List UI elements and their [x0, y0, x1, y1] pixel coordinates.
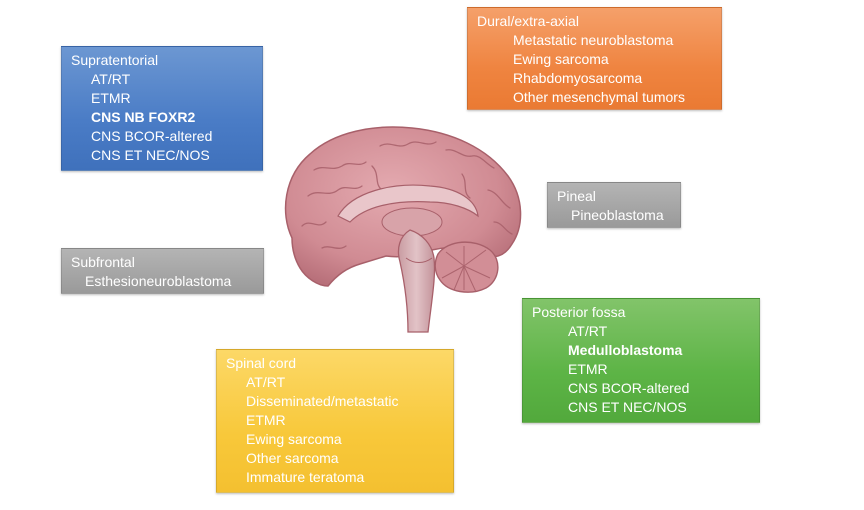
brain-sagittal-icon: [284, 126, 522, 333]
dural-title: Dural/extra-axial: [477, 13, 579, 29]
supratentorial-item: CNS NB FOXR2: [91, 109, 196, 125]
dural-item: Ewing sarcoma: [513, 51, 609, 67]
spinal-item: Other sarcoma: [246, 450, 339, 466]
spinal-item: ETMR: [246, 412, 286, 428]
spinal-item: AT/RT: [246, 374, 286, 390]
posterior-item: ETMR: [568, 361, 608, 377]
posterior-item: Medulloblastoma: [568, 342, 683, 358]
posterior-item: CNS BCOR-altered: [568, 380, 690, 396]
dural-extra-axial-box: Dural/extra-axial Metastatic neuroblasto…: [467, 7, 722, 110]
posterior-title: Posterior fossa: [532, 304, 626, 320]
posterior-fossa-box: Posterior fossa AT/RT Medulloblastoma ET…: [522, 298, 760, 423]
subfrontal-title: Subfrontal: [71, 254, 135, 270]
spinal-item: Disseminated/metastatic: [246, 393, 399, 409]
pineal-box: Pineal Pineoblastoma: [547, 182, 681, 228]
subfrontal-item: Esthesioneuroblastoma: [85, 273, 232, 289]
spinal-cord-box: Spinal cord AT/RT Disseminated/metastati…: [216, 349, 454, 493]
spinal-item: Immature teratoma: [246, 469, 365, 485]
spinal-title: Spinal cord: [226, 355, 297, 371]
dural-item: Other mesenchymal tumors: [513, 89, 685, 105]
spinal-item: Ewing sarcoma: [246, 431, 342, 447]
dural-item: Rhabdomyosarcoma: [513, 70, 643, 86]
subfrontal-box: Subfrontal Esthesioneuroblastoma: [61, 248, 264, 294]
pineal-title: Pineal: [557, 188, 596, 204]
dural-item: Metastatic neuroblastoma: [513, 32, 674, 48]
supratentorial-item: CNS BCOR-altered: [91, 128, 213, 144]
supratentorial-item: AT/RT: [91, 71, 131, 87]
supratentorial-item: ETMR: [91, 90, 131, 106]
supratentorial-item: CNS ET NEC/NOS: [91, 147, 210, 163]
pineal-item: Pineoblastoma: [571, 207, 664, 223]
posterior-item: AT/RT: [568, 323, 608, 339]
posterior-item: CNS ET NEC/NOS: [568, 399, 687, 415]
supratentorial-box: Supratentorial AT/RT ETMR CNS NB FOXR2 C…: [61, 46, 263, 171]
supratentorial-title: Supratentorial: [71, 52, 159, 68]
